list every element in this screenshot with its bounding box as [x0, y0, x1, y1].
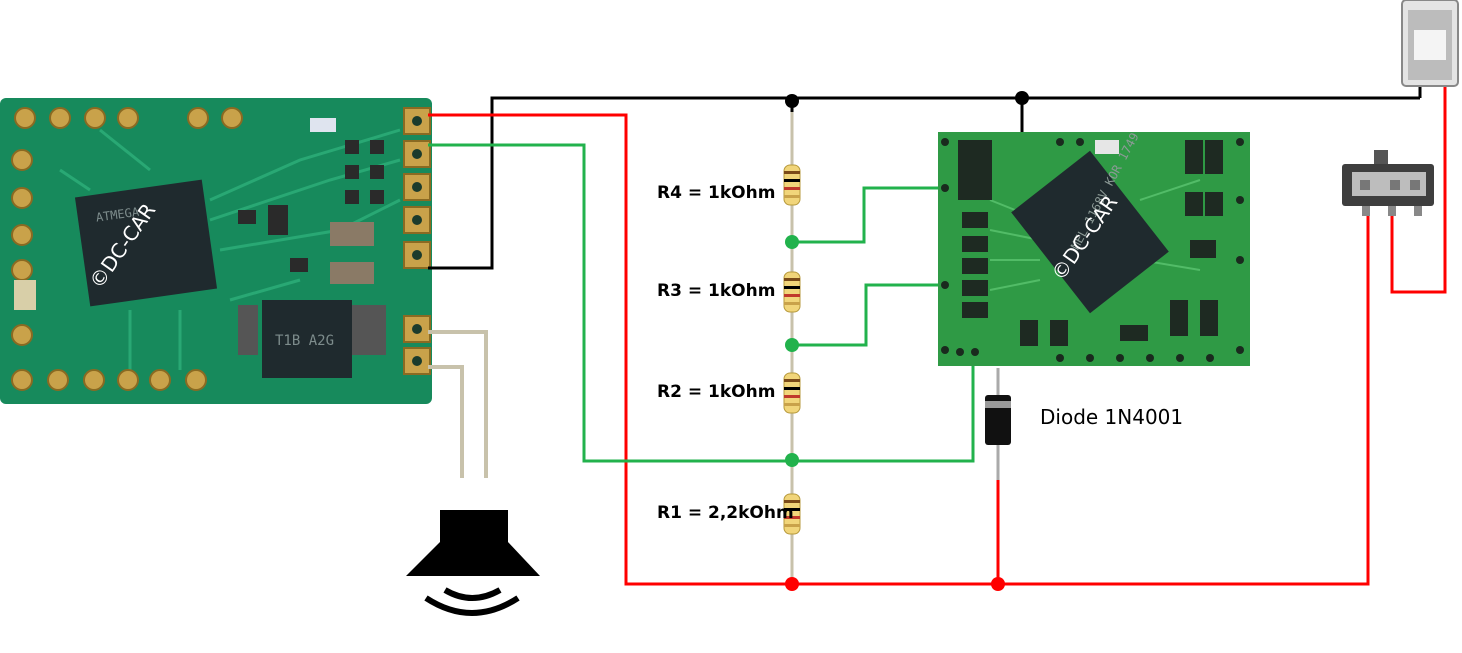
resistor-label-r1: R1 = 2,2kOhm	[657, 503, 794, 523]
resistor-band	[784, 179, 800, 182]
resistor-band	[784, 516, 800, 519]
resistor-band	[784, 286, 800, 289]
resistor-band	[784, 294, 800, 297]
speaker-icon	[404, 478, 540, 653]
wire-speaker	[428, 330, 488, 510]
resistor-band	[784, 403, 800, 406]
decoder-board-left: ATMEGA T1B A2G ©DC-CAR	[0, 98, 432, 404]
decoder-board-right: MEL 1168V KOR 1749 ©DC-CAR	[938, 130, 1250, 366]
driver-chip-marking: T1B A2G	[275, 333, 334, 349]
resistor-band	[784, 387, 800, 390]
resistor-label-r3: R3 = 1kOhm	[657, 281, 775, 301]
resistor-band	[784, 302, 800, 305]
diode-icon	[985, 368, 1011, 480]
wire-black	[428, 85, 1422, 270]
diode-label: Diode 1N4001	[1040, 405, 1183, 429]
resistor-band	[784, 500, 800, 503]
resistor-label-r2: R2 = 1kOhm	[657, 382, 775, 402]
resistor-band	[784, 395, 800, 398]
wire-red	[428, 85, 1447, 586]
resistor-band	[784, 278, 800, 281]
wire-green	[428, 143, 975, 463]
switch-icon	[1342, 150, 1434, 216]
resistor-band	[784, 379, 800, 382]
resistor-chain	[783, 164, 801, 535]
resistor-band	[784, 524, 800, 527]
led-icon	[1401, 0, 1459, 87]
resistor-band	[784, 195, 800, 198]
resistor-band	[784, 171, 800, 174]
junction-dots	[785, 91, 1029, 591]
left-chip-marking: ATMEGA	[95, 205, 141, 225]
resistor-band	[784, 187, 800, 190]
resistor-band	[784, 508, 800, 511]
resistor-label-r4: R4 = 1kOhm	[657, 183, 775, 203]
